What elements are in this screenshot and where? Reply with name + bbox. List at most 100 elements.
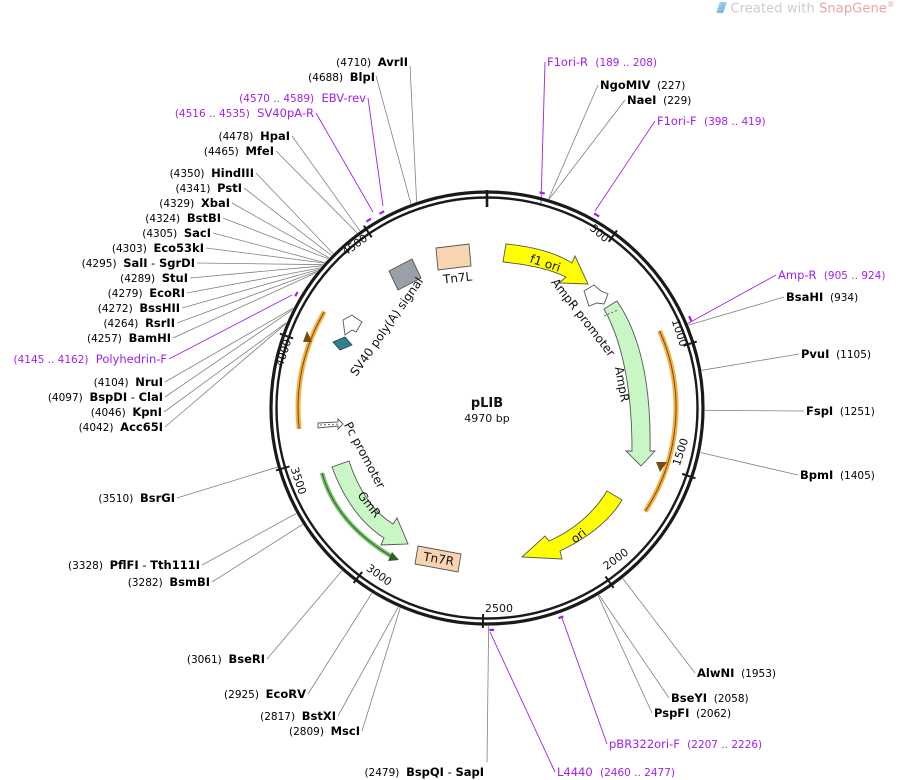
primer-marks — [294, 191, 693, 632]
enzyme-name: HindIII — [211, 166, 254, 180]
tick-1500 — [681, 472, 696, 480]
primer-leader — [367, 97, 384, 207]
enzyme-name: EcoRV — [266, 687, 306, 701]
enzyme-label-blpi: (4688) BlpI — [308, 70, 375, 84]
snapgene-watermark: Created with SnapGene® — [716, 0, 895, 16]
primer-leader — [686, 274, 777, 325]
enzyme-leader — [172, 272, 317, 339]
feature-f1-ori — [502, 243, 589, 285]
primer-range: (398 .. 419) — [704, 116, 766, 128]
enzyme-position: (4257) — [87, 333, 122, 345]
enzyme-label-fspi: FspI (1251) — [806, 404, 875, 418]
enzyme-leader — [163, 322, 287, 413]
enzyme-name: NgoMIV — [600, 78, 650, 92]
enzyme-name: BspDI — [89, 390, 127, 404]
feature-label: AmpR — [612, 365, 632, 403]
enzyme-leader — [164, 309, 293, 398]
enzyme-leader — [337, 606, 399, 717]
enzyme-leader — [181, 269, 319, 309]
enzyme-name-alt: ClaI — [139, 390, 163, 404]
feature-divider — [603, 309, 619, 317]
plasmid-size: 4970 bp — [464, 412, 509, 425]
backbone-ring — [269, 190, 705, 626]
enzyme-leader — [486, 625, 490, 763]
enzyme-label-bspqi: (2479) BspQI - SapI — [364, 765, 484, 779]
enzyme-leader — [186, 267, 320, 294]
enzyme-leader — [597, 595, 653, 714]
enzyme-leader — [307, 592, 373, 695]
enzyme-name: RsrII — [145, 316, 175, 330]
enzyme-label-bsrgi: (3510) BsrGI — [98, 491, 175, 505]
enzyme-leader — [598, 594, 670, 699]
enzyme-name: BseRI — [228, 652, 265, 666]
enzyme-position: (1953) — [741, 668, 776, 680]
primer-name: Polyhedrin-F — [96, 352, 167, 366]
enzyme-position: (4688) — [308, 72, 343, 84]
enzyme-leader — [275, 150, 358, 234]
primer-mark — [294, 291, 299, 297]
tick-4000 — [279, 332, 294, 340]
enzyme-label-stui: (4289) StuI — [120, 271, 188, 285]
enzyme-position: (4303) — [112, 243, 147, 255]
enzyme-name: PflFI — [110, 558, 139, 572]
enzyme-position: (4465) — [204, 146, 239, 158]
enzyme-name: NaeI — [627, 93, 656, 107]
primer-mark — [365, 217, 372, 223]
orf-arrowhead — [656, 462, 667, 472]
tick-2000 — [604, 575, 615, 589]
enzyme-position: (1405) — [840, 470, 875, 482]
map-center: pLIB 4970 bp — [464, 396, 509, 425]
enzyme-position: (3282) — [128, 577, 163, 589]
enzyme-position: (4264) — [103, 318, 138, 330]
enzyme-leader — [548, 99, 626, 200]
orf-arrowhead — [388, 552, 399, 561]
enzyme-label-bsmbi: (3282) BsmBI — [128, 575, 210, 589]
enzyme-leader — [189, 265, 322, 279]
tick-1000 — [683, 340, 698, 347]
enzyme-leader — [700, 452, 799, 476]
enzyme-name: StuI — [162, 271, 188, 285]
enzyme-position: (4046) — [91, 407, 126, 419]
enzyme-position: (4279) — [108, 288, 143, 300]
enzyme-label-rsrii: (4264) RsrII — [103, 316, 175, 330]
enzyme-position: (1105) — [836, 349, 871, 361]
enzyme-position: (4097) — [48, 392, 83, 404]
tick-500 — [607, 229, 618, 243]
primer-leader — [315, 112, 374, 213]
enzyme-name: SalI — [123, 256, 147, 270]
feature-sv40-poly-a-signal — [388, 258, 422, 291]
enzyme-label-sali: (4295) SalI - SgrDI — [82, 256, 195, 270]
enzyme-label-naei: NaeI (229) — [627, 93, 691, 107]
primer-leader — [594, 120, 656, 212]
leader-lines — [163, 61, 805, 773]
primer-name: EBV-rev — [321, 91, 366, 105]
primer-leader — [168, 294, 293, 360]
enzyme-leader — [196, 262, 323, 266]
feature-divider — [319, 423, 341, 426]
enzyme-label-bseyi: BseYI (2058) — [671, 691, 749, 705]
primer-range: (2460 .. 2477) — [600, 767, 675, 779]
enzyme-leader — [201, 513, 297, 566]
feature-ori — [520, 490, 623, 560]
primer-leader — [540, 61, 546, 204]
primer-name: pBR322ori-F — [609, 737, 680, 751]
enzyme-name-alt: SgrDI — [159, 256, 195, 270]
tick-label: 3500 — [288, 466, 309, 497]
tick-3500 — [275, 465, 290, 472]
enzyme-position: (2809) — [289, 726, 324, 738]
enzyme-label-mfei: (4465) MfeI — [204, 144, 274, 158]
enzyme-leader — [212, 232, 325, 263]
enzyme-position: (3510) — [98, 493, 133, 505]
primer-mark — [688, 315, 693, 322]
enzyme-leader — [409, 65, 418, 202]
enzyme-name: BamHI — [129, 331, 171, 345]
enzyme-leader — [176, 466, 278, 499]
orf-arc-ampr-core — [644, 330, 677, 512]
enzyme-name: XbaI — [201, 196, 230, 210]
primer-label-ebv-rev: (4570 .. 4589) EBV-rev — [239, 91, 366, 105]
enzyme-name: FspI — [806, 404, 833, 418]
primer-label-l4440: L4440 (2460 .. 2477) — [557, 765, 675, 779]
enzyme-label-pvui: PvuI (1105) — [801, 347, 871, 361]
primer-label-pbr322ori-f: pBR322ori-F (2207 .. 2226) — [609, 737, 762, 751]
enzyme-leader — [704, 409, 805, 412]
